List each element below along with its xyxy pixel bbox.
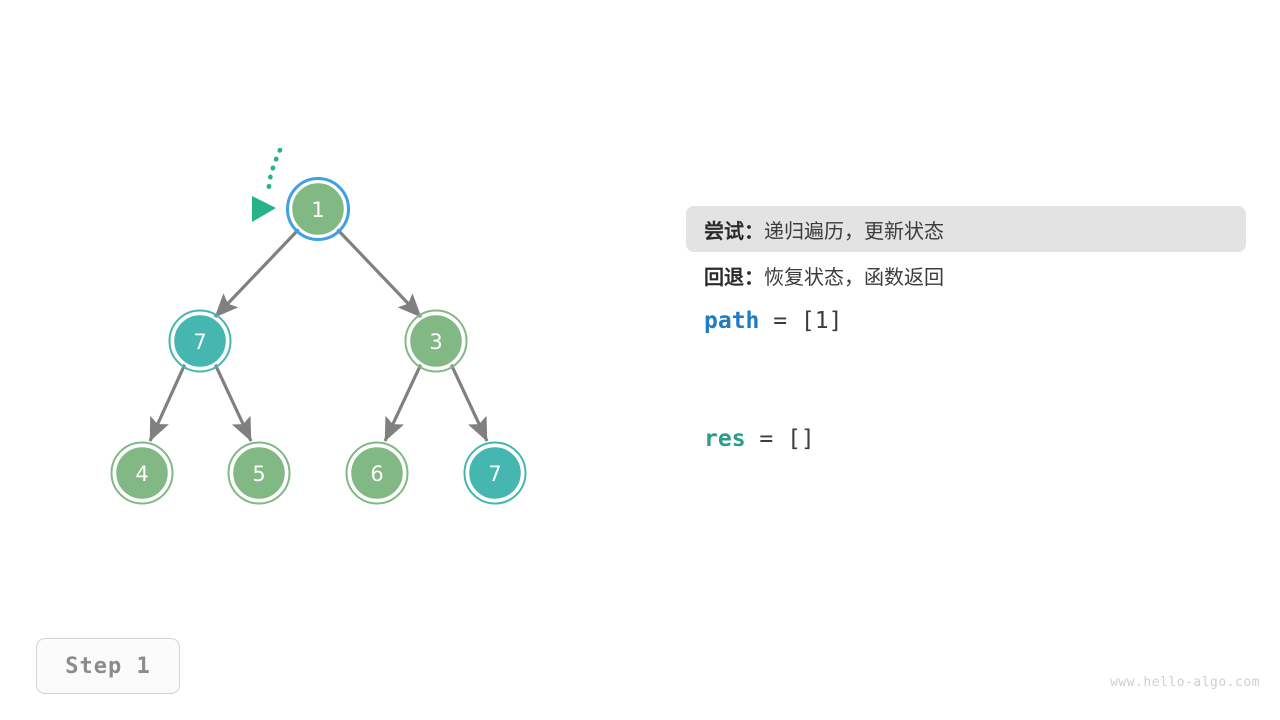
desc-try-key: 尝试：: [704, 218, 764, 243]
tree-node-1-label: 1: [311, 198, 324, 222]
edge-1-3: [335, 227, 423, 319]
pointer-arrow-icon: [252, 147, 283, 222]
tree-node-6[interactable]: 6: [345, 441, 409, 505]
tree-node-4[interactable]: 4: [110, 441, 174, 505]
desc-try-value: 递归遍历，更新状态: [764, 218, 944, 243]
res-variable-value: = []: [745, 426, 815, 452]
tree-node-7-left-label: 7: [193, 330, 206, 354]
path-variable-value: = [1]: [759, 308, 843, 334]
tree-node-3-label: 3: [429, 330, 442, 354]
tree-node-4-label: 4: [135, 462, 148, 486]
tree-nodes: 1 7 3 4: [110, 177, 527, 505]
edge-3-6: [383, 363, 423, 442]
code-row-res: res = []: [686, 416, 1246, 462]
res-variable-name: res: [704, 426, 746, 452]
tree-node-6-label: 6: [370, 462, 383, 486]
desc-row-backtrack: 回退：恢复状态，函数返回: [686, 252, 1246, 298]
edge-3-7b: [449, 363, 489, 442]
tree-node-7-left[interactable]: 7: [168, 309, 232, 373]
edge-7-5: [213, 363, 253, 442]
path-variable-name: path: [704, 308, 760, 334]
tree-node-3[interactable]: 3: [404, 309, 468, 373]
code-spacer: [686, 344, 1246, 416]
desc-row-try: 尝试：递归遍历，更新状态: [686, 206, 1246, 252]
watermark: www.hello-algo.com: [1110, 675, 1260, 690]
desc-backtrack-key: 回退：: [704, 264, 764, 289]
binary-tree-graphic: 1 7 3 4: [110, 147, 527, 505]
step-badge: Step 1: [36, 638, 180, 694]
tree-node-7-right-label: 7: [488, 462, 501, 486]
tree-node-5-label: 5: [252, 462, 265, 486]
explanation-panel: 尝试：递归遍历，更新状态 回退：恢复状态，函数返回 path = [1] res…: [686, 206, 1246, 462]
desc-backtrack-value: 恢复状态，函数返回: [764, 264, 944, 289]
tree-node-7-right[interactable]: 7: [463, 441, 527, 505]
edge-7-4: [148, 363, 187, 442]
tree-node-5[interactable]: 5: [227, 441, 291, 505]
tree-edges: [148, 227, 489, 442]
edge-1-7: [213, 227, 301, 319]
code-row-path: path = [1]: [686, 298, 1246, 344]
tree-node-1[interactable]: 1: [286, 177, 350, 241]
